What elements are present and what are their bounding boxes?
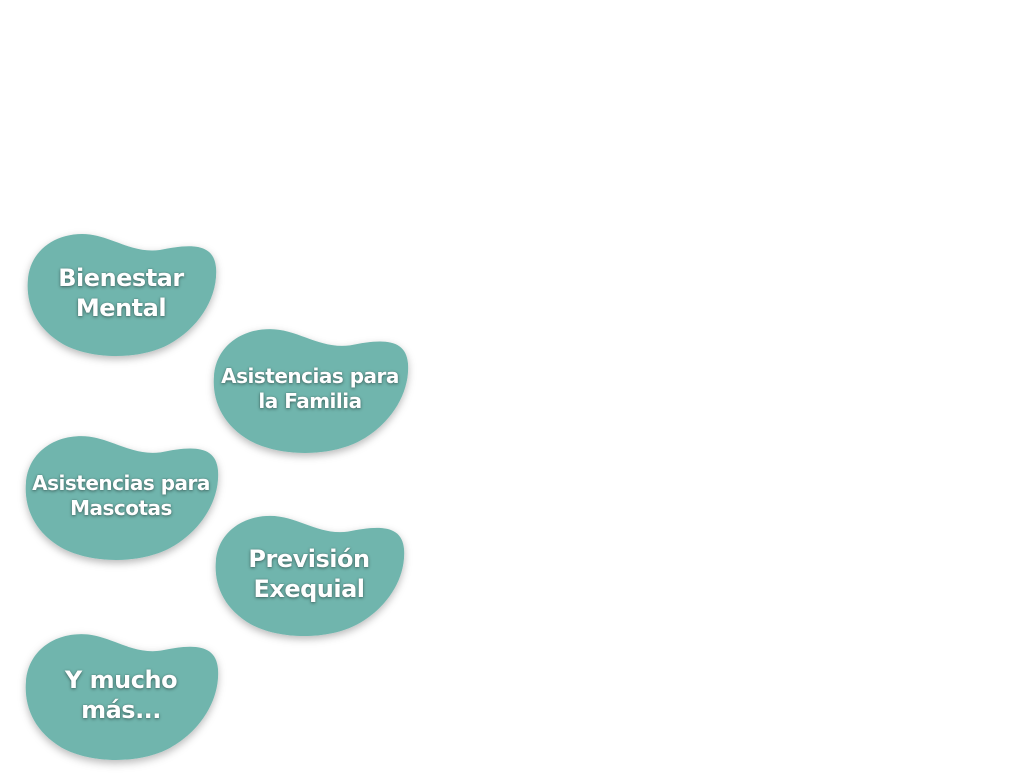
bean-shape <box>215 515 405 637</box>
benefit-label: Y mucho más... <box>64 666 178 724</box>
benefit-asistencias-familia[interactable]: Asistencias para la Familia <box>210 323 410 455</box>
benefit-y-mucho-mas[interactable]: Y mucho más... <box>22 628 220 762</box>
bean-shape <box>213 329 409 453</box>
bean-shape <box>25 634 219 760</box>
bean-shape <box>27 234 217 356</box>
bean-shape <box>25 436 219 560</box>
benefit-label: Asistencias para la Familia <box>221 364 399 413</box>
benefit-asistencias-mascotas[interactable]: Asistencias para Mascotas <box>22 430 220 562</box>
benefit-label: Previsión Exequial <box>248 545 370 603</box>
benefit-label: Asistencias para Mascotas <box>32 471 210 520</box>
benefit-prevision-exequial[interactable]: Previsión Exequial <box>212 510 406 638</box>
benefit-label: Bienestar Mental <box>58 264 184 322</box>
benefit-bienestar-mental[interactable]: Bienestar Mental <box>24 228 218 358</box>
